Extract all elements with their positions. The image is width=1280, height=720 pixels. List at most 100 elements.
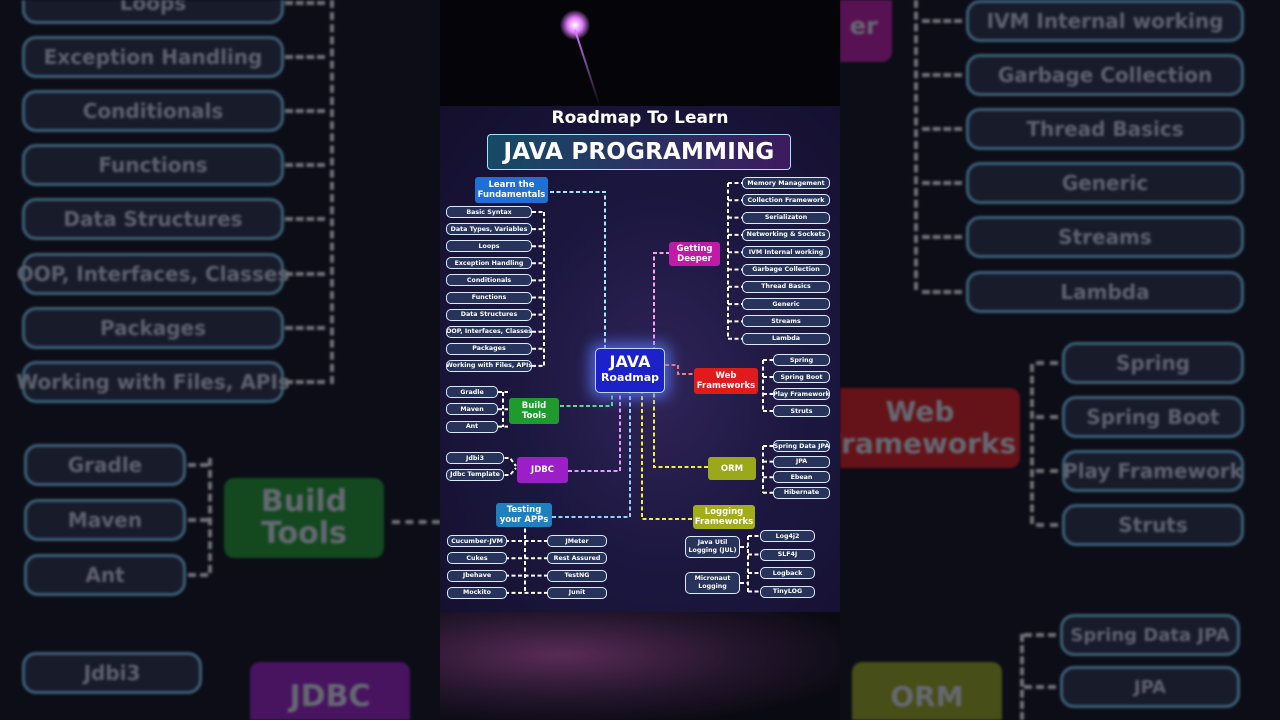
testing-item: Cucumber-JVM [447,535,507,547]
background-header-orm: ORM [852,662,1002,720]
logging-group: Java Util Logging (JUL) [685,536,740,558]
deeper-item: Memory Management [742,177,830,189]
background-connector [188,463,208,467]
jdbc-item: Jdbc Template [446,468,504,481]
background-connector [1024,685,1056,689]
deeper-item: IVM Internal working [742,246,830,259]
testing-item: Cukes [447,552,507,565]
background-item: Play Framework [1062,450,1244,492]
background-connector [922,73,962,78]
background-header-deeper: g er [840,0,892,62]
deeper-item: Lambda [742,332,830,345]
fundamentals-item: Functions [446,291,532,304]
background-header-web: Web Frameworks [840,388,1020,468]
poster-subtitle: Roadmap To Learn [551,108,729,128]
logging-item: SLF4J [760,548,815,561]
logging-item: Logback [760,567,815,579]
background-item: Spring [1062,342,1244,384]
orm-item: Ebean [773,471,830,484]
background-item: Loops [22,0,284,24]
background-connector [1036,469,1058,473]
background-header-jdbc: JDBC [250,662,410,720]
center-node-line2: Roadmap [600,371,660,384]
section-header-build: Build Tools [509,398,559,424]
fundamentals-item: Conditionals [446,274,532,287]
background-connector [285,379,325,384]
background-item: Thread Basics [966,108,1244,151]
connector-line [552,393,631,518]
connector-line [641,393,692,520]
logging-item: Log4j2 [760,530,815,542]
section-header-testing: Testing your APPs [496,503,552,527]
background-item: Struts [1062,504,1244,546]
testing-item: Jbehave [447,569,507,582]
deeper-item: Networking & Sockets [742,228,830,241]
background-connector [922,19,962,23]
deeper-item: Thread Basics [742,280,830,293]
background-item: IVM Internal working [966,0,1244,42]
center-node-line1: JAVA [609,352,651,371]
background-item: Spring Boot [1062,396,1244,438]
background-connector [1036,361,1058,365]
background-connector [285,163,325,168]
background-item: Conditionals [22,90,284,133]
section-header-orm: ORM [708,457,756,480]
testing-item: Rest Assured [547,552,607,565]
background-header-build: Build Tools [224,478,384,558]
background-connector [922,181,962,186]
fundamentals-item: Loops [446,240,532,253]
background-connector [330,0,334,384]
background-item: Ant [24,554,186,596]
background-connector [1020,634,1024,720]
background-item: Streams [966,216,1244,259]
background-connector [1024,633,1056,637]
fundamentals-item: Data Types, Variables [446,223,532,236]
background-connector [285,217,325,222]
background-connector [285,325,325,330]
section-header-web: Web Frameworks [694,368,758,394]
background-item: Maven [24,499,186,541]
section-header-deeper: Getting Deeper [669,242,720,266]
background-connector [922,127,962,132]
background-connector [1036,523,1058,527]
background-item: Gradle [24,444,186,486]
background-item: Data Structures [22,198,284,241]
fundamentals-item: Basic Syntax [446,206,532,218]
background-connector [1030,364,1034,524]
background-connector [285,55,325,60]
video-frame: Roadmap To Learn JAVA PROGRAMMING JAVA R… [440,0,840,720]
web-framework-item: Struts [773,405,830,417]
background-item: Working with Files, APIs [16,360,290,403]
section-header-fundamentals: Learn the Fundamentals [475,177,548,203]
background-item: Jdbi3 [22,652,202,694]
background-connector [392,520,440,524]
connector-line [653,252,670,348]
fundamentals-item: Data Structures [446,308,532,321]
logging-group: Micronaut Logging [685,572,740,594]
background-item: Spring Data JPA [1060,614,1240,656]
background-connector [208,458,212,573]
build-tool-item: Gradle [446,386,498,398]
fundamentals-item: Packages [446,342,532,355]
logging-item: TinyLOG [760,585,815,598]
testing-item: TestNG [547,569,607,582]
section-header-logging: Logging Frameworks [693,505,755,529]
connector-line [568,393,621,472]
orm-item: Hibernate [773,486,830,499]
deeper-item: Generic [742,298,830,311]
connector-line [665,364,694,375]
orm-item: Spring Data JPA [773,440,830,452]
fundamentals-item: Exception Handling [446,257,532,270]
background-item: JPA [1060,666,1240,708]
background-connector [922,289,962,294]
fundamentals-item: OOP, Interfaces, Classes [446,325,532,338]
testing-item: Junit [547,586,607,599]
connector-line [550,191,606,348]
web-framework-item: Spring [773,354,830,366]
background-item: Packages [22,306,284,349]
deeper-item: Collection Framework [742,194,830,207]
background-item: OOP, Interfaces, Classes [17,252,289,295]
background-connector [914,0,918,290]
